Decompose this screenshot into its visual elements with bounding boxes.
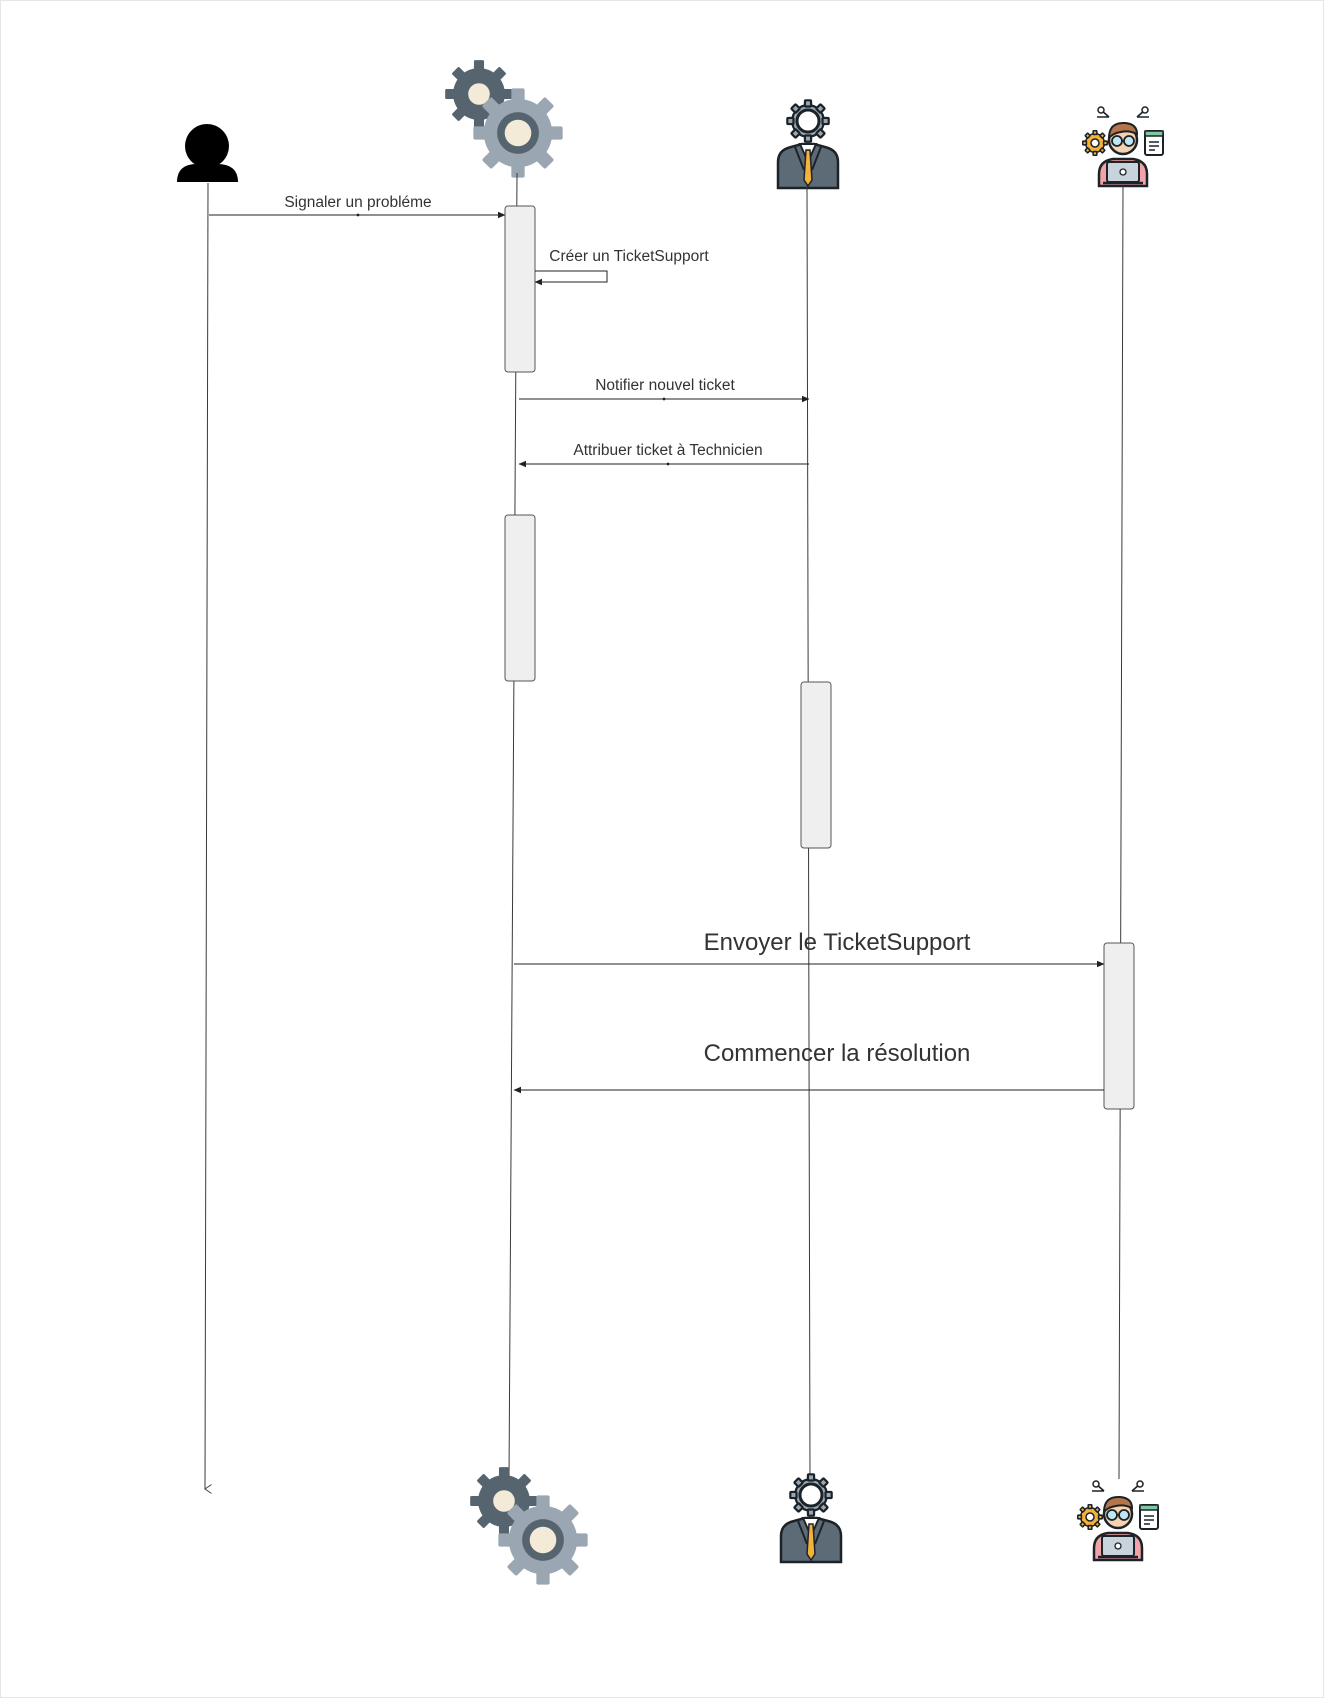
user-silhouette-icon bbox=[177, 124, 238, 182]
self-message-arrow bbox=[534, 270, 608, 286]
message-label: Notifier nouvel ticket bbox=[595, 377, 735, 394]
gears-icon bbox=[445, 60, 562, 177]
gears-icon bbox=[470, 1467, 587, 1584]
technician-laptop-icon bbox=[1078, 1481, 1158, 1560]
message-label: Signaler un probléme bbox=[284, 194, 431, 211]
message-anchor-dot bbox=[662, 397, 666, 401]
message-label: Envoyer le TicketSupport bbox=[704, 929, 971, 956]
message-label: Attribuer ticket à Technicien bbox=[573, 442, 762, 459]
businessman-gear-head-icon bbox=[778, 100, 838, 188]
activation-bar bbox=[504, 205, 536, 373]
message-label: Commencer la résolution bbox=[704, 1040, 971, 1067]
technician-laptop-icon bbox=[1083, 107, 1163, 186]
activation-bar bbox=[1103, 942, 1135, 1110]
system-lifeline bbox=[508, 172, 518, 1480]
message-anchor-dot bbox=[666, 462, 670, 466]
technician-lifeline bbox=[1118, 185, 1124, 1480]
message-label: Créer un TicketSupport bbox=[549, 248, 709, 265]
message-anchor-dot bbox=[356, 213, 360, 217]
activation-bar bbox=[504, 514, 536, 682]
user-lifeline bbox=[204, 182, 212, 1494]
activation-bar bbox=[800, 681, 832, 849]
businessman-gear-head-icon bbox=[781, 1474, 841, 1562]
